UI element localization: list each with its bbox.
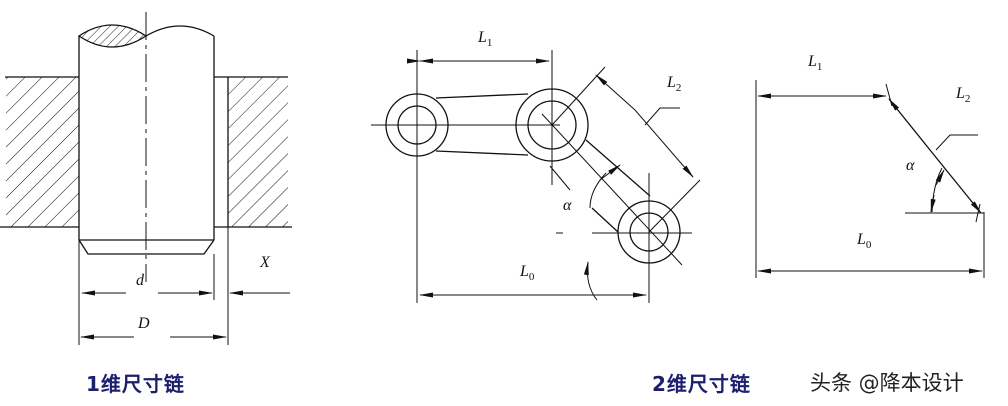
figure1-shaft-hole (0, 12, 292, 345)
figure2-linkage (371, 50, 701, 303)
label-D: D (137, 315, 150, 332)
caption-figure1: 1维尺寸链 (86, 372, 185, 396)
left-wall-hatch (6, 77, 79, 227)
figure3-vector-chain (755, 80, 985, 278)
fig3-label-L1: L1 (807, 53, 822, 73)
fig3-label-L2: L2 (955, 85, 970, 105)
right-wall-hatch (228, 77, 288, 227)
fig2-label-L2: L2 (666, 74, 681, 94)
label-d: d (136, 272, 145, 289)
fig3-label-alpha: α (906, 157, 915, 174)
fig3-label-L0: L0 (856, 231, 872, 251)
watermark-text: 头条 @降本设计 (810, 371, 964, 395)
caption-figure2: 2维尺寸链 (652, 372, 751, 396)
label-X: X (259, 254, 271, 271)
fig2-label-L1: L1 (477, 29, 492, 49)
fig2-label-L0: L0 (519, 263, 535, 283)
fig2-label-alpha: α (563, 197, 572, 214)
